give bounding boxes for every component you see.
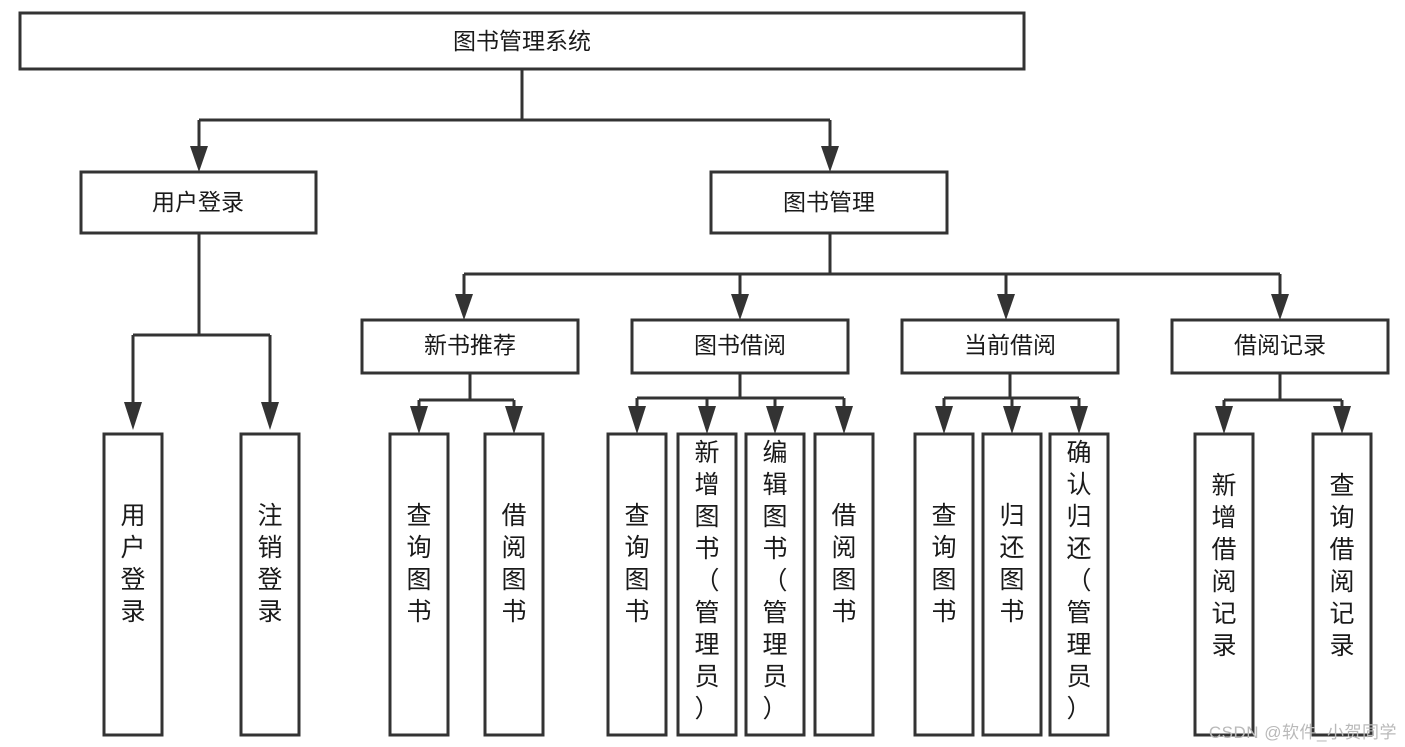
node-new-book-recommend-label: 新书推荐 <box>424 332 516 358</box>
node-leaf-query-book-3-box[interactable] <box>913 432 975 737</box>
node-leaf-user-login-label: 用户登录 <box>120 502 145 626</box>
node-borrow-record-label: 借阅记录 <box>1234 332 1326 358</box>
connector-group-user-login <box>124 233 279 430</box>
arrowhead-book-borrow <box>731 294 749 320</box>
connector-group-new-book-recommend <box>410 373 523 434</box>
node-root[interactable]: 图书管理系统 <box>18 11 1026 71</box>
arrowhead-borrow-record <box>1271 294 1289 320</box>
node-leaf-edit-book-admin[interactable]: 编辑图书（管理员） <box>744 432 806 737</box>
arrowhead-leaf-query-borrow-record <box>1333 406 1351 434</box>
node-leaf-add-borrow-record-label: 新增借阅记录 <box>1211 472 1236 660</box>
node-leaf-add-borrow-record-box[interactable] <box>1193 432 1255 737</box>
node-user-login-label: 用户登录 <box>152 189 244 215</box>
node-leaf-logout-login-box[interactable] <box>239 432 301 737</box>
node-leaf-logout-login-label: 注销登录 <box>257 502 282 626</box>
node-leaf-user-login-box[interactable] <box>102 432 164 737</box>
node-leaf-edit-book-admin-box[interactable] <box>744 432 806 737</box>
node-user-login-box[interactable] <box>79 170 318 235</box>
node-leaf-query-book-1[interactable]: 查询图书 <box>388 432 450 737</box>
node-leaf-logout-login[interactable]: 注销登录 <box>239 432 301 737</box>
node-root-label: 图书管理系统 <box>453 28 591 54</box>
node-leaf-query-book-3-label: 查询图书 <box>931 502 956 626</box>
node-current-borrow-box[interactable] <box>900 318 1120 375</box>
node-leaf-query-book-1-label: 查询图书 <box>406 502 431 626</box>
node-leaf-confirm-return-admin[interactable]: 确认归还（管理员） <box>1048 432 1110 737</box>
connector-group-book-borrow <box>628 373 853 434</box>
node-borrow-record[interactable]: 借阅记录 <box>1170 318 1390 375</box>
node-leaf-return-book[interactable]: 归还图书 <box>981 432 1043 737</box>
arrowhead-leaf-query-book-3 <box>935 406 953 434</box>
arrowhead-leaf-user-login <box>124 402 142 430</box>
arrowhead-leaf-return-book <box>1003 406 1021 434</box>
node-leaf-borrow-book-1-label: 借阅图书 <box>501 502 526 626</box>
node-book-borrow-label: 图书借阅 <box>694 332 786 358</box>
connector-group-book-management <box>455 233 1289 320</box>
arrowhead-leaf-logout-login <box>261 402 279 430</box>
node-leaf-query-borrow-record[interactable]: 查询借阅记录 <box>1311 432 1373 737</box>
node-book-management-label: 图书管理 <box>783 189 875 215</box>
node-book-management-box[interactable] <box>709 170 949 235</box>
connector-group-current-borrow <box>935 373 1088 434</box>
arrowhead-leaf-query-book-1 <box>410 406 428 434</box>
node-leaf-query-borrow-record-label: 查询借阅记录 <box>1329 472 1354 660</box>
csdn-watermark: CSDN @软件_小贺同学 <box>1208 723 1397 742</box>
node-leaf-confirm-return-admin-box[interactable] <box>1048 432 1110 737</box>
node-leaf-add-borrow-record[interactable]: 新增借阅记录 <box>1193 432 1255 737</box>
node-leaf-add-book-admin-box[interactable] <box>676 432 738 737</box>
node-leaf-query-borrow-record-box[interactable] <box>1311 432 1373 737</box>
node-leaf-confirm-return-admin-label: 确认归还（管理员） <box>1066 439 1091 723</box>
arrowhead-book-management <box>821 146 839 172</box>
node-leaf-add-book-admin[interactable]: 新增图书（管理员） <box>676 432 738 737</box>
arrowhead-leaf-borrow-book-1 <box>505 406 523 434</box>
connector-group-borrow-record <box>1215 373 1351 434</box>
node-leaf-query-book-2-box[interactable] <box>606 432 668 737</box>
node-current-borrow[interactable]: 当前借阅 <box>900 318 1120 375</box>
node-new-book-recommend[interactable]: 新书推荐 <box>360 318 580 375</box>
arrowhead-current-borrow <box>997 294 1015 320</box>
arrowhead-user-login <box>190 146 208 172</box>
node-leaf-borrow-book-1[interactable]: 借阅图书 <box>483 432 545 737</box>
node-leaf-user-login[interactable]: 用户登录 <box>102 432 164 737</box>
node-root-box[interactable] <box>18 11 1026 71</box>
node-leaf-query-book-2-label: 查询图书 <box>624 502 649 626</box>
node-leaf-borrow-book-2[interactable]: 借阅图书 <box>813 432 875 737</box>
arrowhead-leaf-query-book-2 <box>628 406 646 434</box>
node-leaf-borrow-book-2-label: 借阅图书 <box>831 502 856 626</box>
node-leaf-borrow-book-1-box[interactable] <box>483 432 545 737</box>
node-leaf-edit-book-admin-label: 编辑图书（管理员） <box>762 439 787 723</box>
connector-group-root <box>190 69 839 172</box>
arrowhead-leaf-confirm-return-admin <box>1070 406 1088 434</box>
node-leaf-query-book-1-box[interactable] <box>388 432 450 737</box>
node-leaf-borrow-book-2-box[interactable] <box>813 432 875 737</box>
node-leaf-return-book-box[interactable] <box>981 432 1043 737</box>
node-borrow-record-box[interactable] <box>1170 318 1390 375</box>
node-new-book-recommend-box[interactable] <box>360 318 580 375</box>
arrowhead-leaf-add-borrow-record <box>1215 406 1233 434</box>
node-leaf-add-book-admin-label: 新增图书（管理员） <box>694 439 719 723</box>
node-book-management[interactable]: 图书管理 <box>709 170 949 235</box>
arrowhead-leaf-edit-book-admin <box>766 406 784 434</box>
node-leaf-return-book-label: 归还图书 <box>999 502 1024 626</box>
arrowhead-leaf-borrow-book-2 <box>835 406 853 434</box>
node-user-login[interactable]: 用户登录 <box>79 170 318 235</box>
arrowhead-new-book-recommend <box>455 294 473 320</box>
node-current-borrow-label: 当前借阅 <box>964 332 1056 358</box>
arrowhead-leaf-add-book-admin <box>698 406 716 434</box>
node-leaf-query-book-3[interactable]: 查询图书 <box>913 432 975 737</box>
node-book-borrow[interactable]: 图书借阅 <box>630 318 850 375</box>
node-book-borrow-box[interactable] <box>630 318 850 375</box>
node-leaf-query-book-2[interactable]: 查询图书 <box>606 432 668 737</box>
